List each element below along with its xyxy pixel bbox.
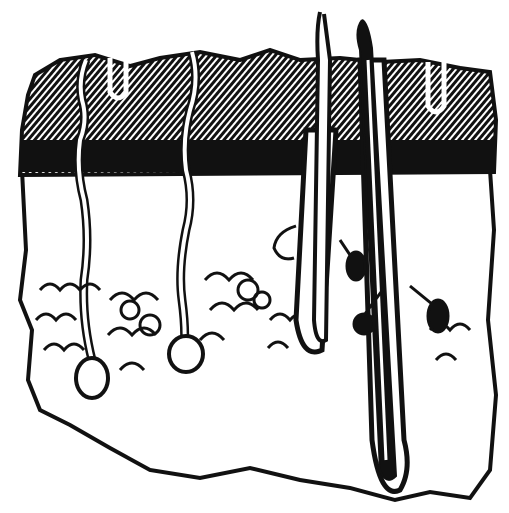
sweat-gland-2 [169,336,203,372]
epidermis-base-band [22,140,494,172]
hair-shaft-1 [314,12,330,341]
sweat-gland-1 [76,358,108,398]
